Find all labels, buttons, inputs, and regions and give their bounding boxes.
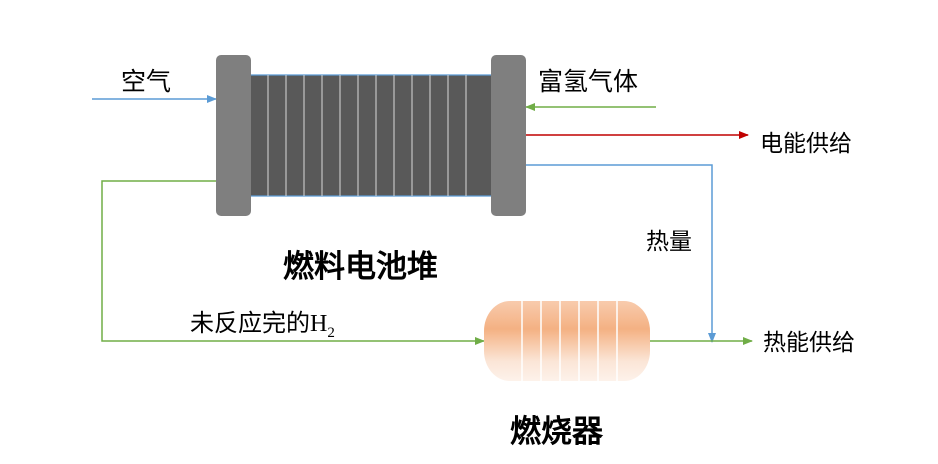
heat-label: 热量: [646, 229, 692, 255]
burner: [484, 301, 650, 381]
air-label: 空气: [121, 67, 172, 96]
hydrogen-rich-gas-label: 富氢气体: [538, 67, 639, 96]
burner-label: 燃烧器: [510, 414, 603, 450]
unreacted-hydrogen-prefix: 未反应完的: [190, 309, 310, 337]
stack-body: [250, 75, 492, 196]
stack-left-end-plate: [216, 55, 251, 216]
stack-cell-separators: [267, 75, 467, 196]
hydrogen-subscript: 2: [327, 324, 335, 341]
heat-supply-label: 热能供给: [763, 330, 855, 356]
heat-flow-arrow: [526, 164, 716, 343]
burner-body: [484, 301, 650, 381]
burner-ribs: [521, 301, 618, 381]
electric-power-supply-label: 电能供给: [760, 131, 852, 157]
unreacted-hydrogen-arrow: [101, 180, 485, 345]
stack-right-end-plate: [491, 55, 526, 216]
hydrogen-symbol: H: [310, 311, 328, 337]
unreacted-hydrogen-label: 未反应完的H2: [190, 303, 335, 342]
fuel-cell-stack-label: 燃料电池堆: [283, 249, 438, 285]
fuel-cell-stack: [216, 55, 526, 216]
